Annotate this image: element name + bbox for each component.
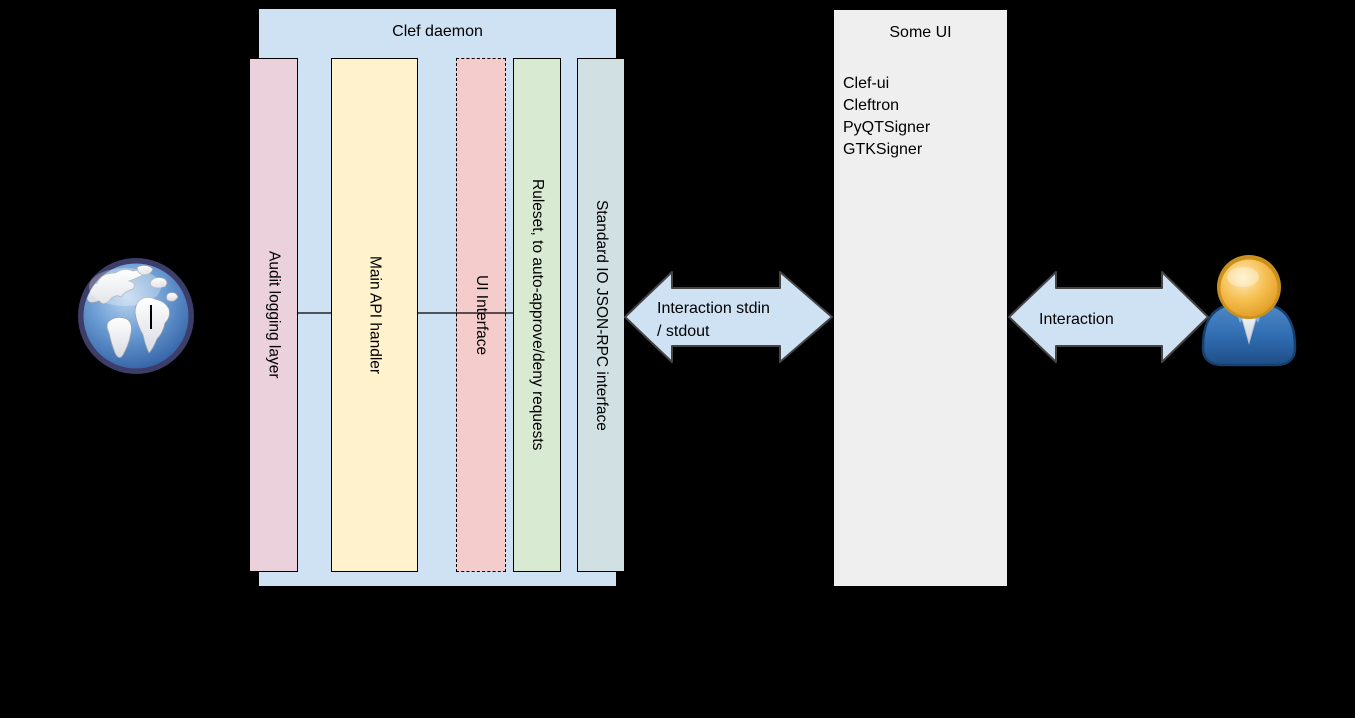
bar-main-api-handler: Main API handler	[331, 58, 418, 572]
arrow-label-line: Interaction stdin	[657, 300, 770, 317]
bar-label: UI Interface	[473, 274, 490, 356]
some-ui-box: Some UI Clef-ui Cleftron PyQTSigner GTKS…	[833, 9, 1008, 587]
arrow-label-stdin-stdout: Interaction stdin / stdout	[657, 297, 770, 343]
globe-icon	[78, 258, 194, 374]
list-item: Clef-ui	[843, 75, 890, 92]
some-ui-list: Clef-ui Cleftron PyQTSigner GTKSigner	[843, 73, 930, 161]
clef-daemon-title: Clef daemon	[392, 23, 483, 40]
bar-label: Audit logging layer	[265, 251, 283, 379]
some-ui-title: Some UI	[889, 24, 952, 41]
bar-stdio-json-rpc: Standard IO JSON-RPC interface	[577, 58, 625, 572]
list-item: Cleftron	[843, 97, 900, 114]
bar-audit-logging-layer: Audit logging layer	[249, 58, 298, 572]
bar-ui-interface: UI Interface	[456, 58, 506, 572]
bar-label: Main API handler	[366, 255, 384, 375]
bar-ruleset: Ruleset, to auto-approve/deny requests	[513, 58, 561, 572]
bar-label: Ruleset, to auto-approve/deny requests	[529, 179, 546, 451]
arrow-label-line: / stdout	[657, 323, 710, 340]
list-item: GTKSigner	[843, 141, 923, 158]
clef-daemon-box: Clef daemon	[258, 8, 617, 587]
person-icon	[1201, 255, 1297, 367]
list-item: PyQTSigner	[843, 119, 931, 136]
arrow-label-line: Interaction	[1039, 311, 1114, 328]
bar-label: Standard IO JSON-RPC interface	[593, 199, 610, 431]
arrow-label-interaction: Interaction	[1039, 308, 1114, 331]
